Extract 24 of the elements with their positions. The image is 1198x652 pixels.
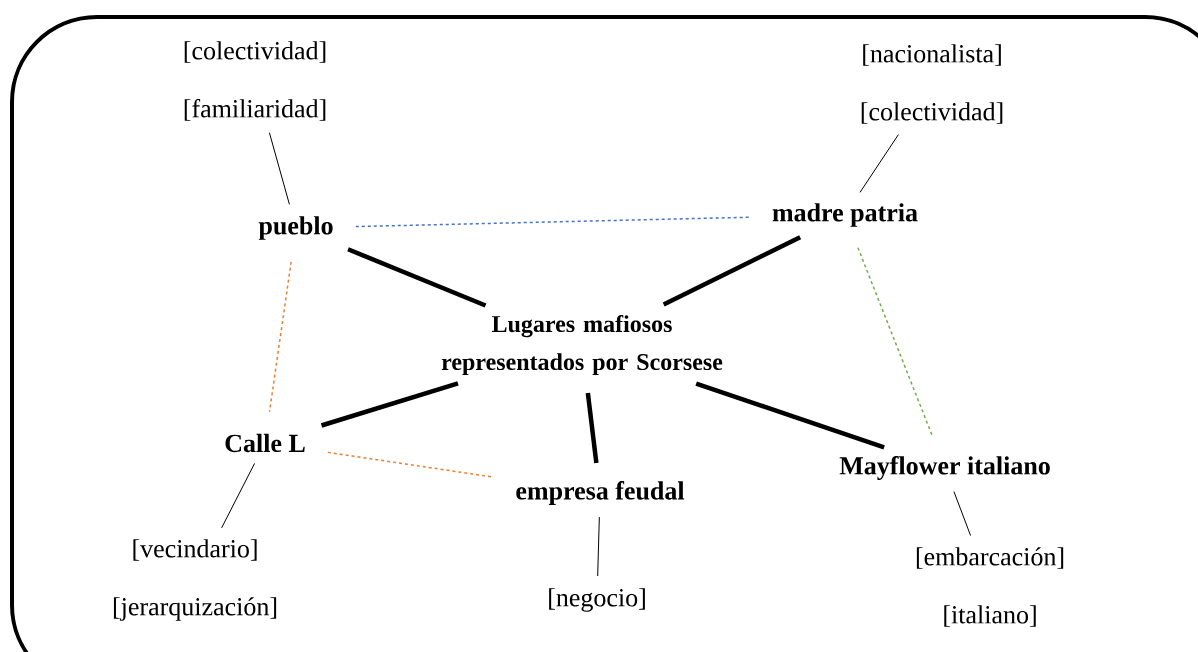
connector-line bbox=[320, 381, 459, 428]
dashed-line bbox=[268, 261, 292, 413]
dashed-line bbox=[355, 216, 751, 228]
concept-label: madre patria bbox=[772, 203, 918, 227]
keyword-label: [negocio] bbox=[549, 588, 645, 612]
concept-label: empresa feudal bbox=[516, 481, 685, 505]
connector-line bbox=[347, 247, 487, 308]
leader-line bbox=[597, 516, 600, 577]
keyword-label: [embarcación] [italiano] bbox=[916, 547, 1064, 627]
keyword-label: [colectividad] [familiaridad] bbox=[184, 41, 326, 121]
leader-line bbox=[953, 491, 972, 537]
dashed-line bbox=[857, 246, 933, 436]
concept-label: Calle L bbox=[225, 433, 305, 453]
connector-line bbox=[585, 392, 599, 464]
topic-label: Lugares mafiosos representados por Scorsese bbox=[441, 315, 723, 375]
concept-label: Mayflower italiano bbox=[839, 456, 1050, 480]
keyword-label: [nacionalista] [colectividad] bbox=[861, 44, 1003, 124]
leader-line bbox=[221, 462, 256, 529]
leader-line bbox=[859, 134, 899, 193]
keyword-label: [vecindario] [jerarquización] bbox=[113, 539, 277, 621]
connector-line bbox=[662, 235, 802, 307]
leader-line bbox=[268, 132, 290, 205]
connector-line bbox=[695, 381, 885, 450]
concept-label: pueblo bbox=[258, 216, 333, 240]
